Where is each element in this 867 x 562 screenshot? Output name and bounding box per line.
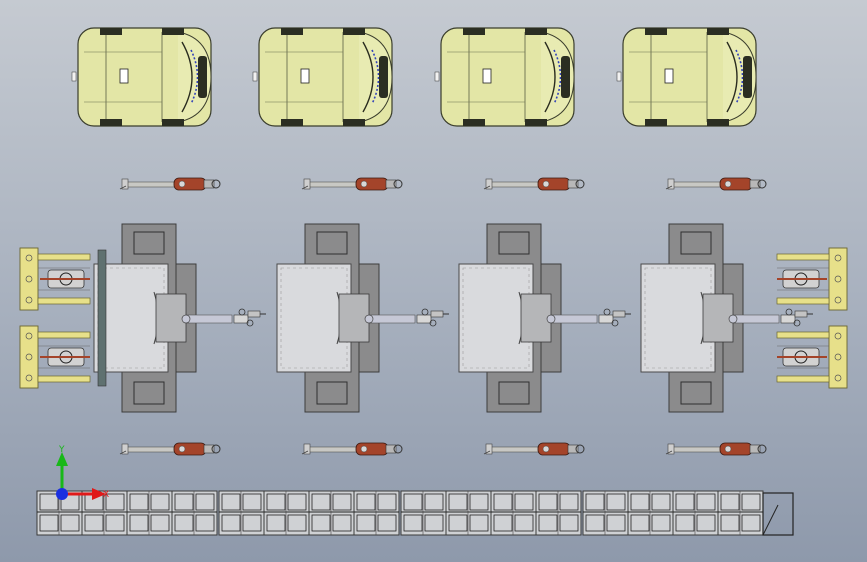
- vehicle-cab-3[interactable]: [434, 27, 575, 127]
- triad-y-label: Y: [58, 445, 65, 455]
- upper-robot-arm-3[interactable]: [483, 177, 585, 191]
- orientation-triad: Y X: [56, 445, 109, 500]
- conveyor-line[interactable]: [36, 490, 794, 536]
- lower-robot-arm-3[interactable]: [483, 442, 585, 456]
- welding-fixture-station-2[interactable]: [276, 223, 450, 413]
- vehicle-cab-4[interactable]: [616, 27, 757, 127]
- welding-fixture-station-4[interactable]: [640, 223, 814, 413]
- upper-robot-arm-1[interactable]: [119, 177, 221, 191]
- upper-robot-arm-2[interactable]: [301, 177, 403, 191]
- side-clamp-right-top[interactable]: [776, 247, 848, 311]
- left-clamp-column: [97, 249, 107, 387]
- triad-z-axis: [56, 488, 68, 500]
- upper-robot-arm-4[interactable]: [665, 177, 767, 191]
- lower-robot-arm-2[interactable]: [301, 442, 403, 456]
- vehicle-cab-2[interactable]: [252, 27, 393, 127]
- side-clamp-left-top[interactable]: [19, 247, 91, 311]
- conveyor-end-frame[interactable]: [762, 492, 794, 536]
- side-clamp-right-bottom[interactable]: [776, 325, 848, 389]
- lower-robot-arm-1[interactable]: [119, 442, 221, 456]
- side-clamp-left-bottom[interactable]: [19, 325, 91, 389]
- triad-x-label: X: [103, 490, 109, 500]
- vehicle-cab-1[interactable]: [71, 27, 212, 127]
- welding-fixture-station-3[interactable]: [458, 223, 632, 413]
- welding-fixture-station-1[interactable]: [93, 223, 267, 413]
- lower-robot-arm-4[interactable]: [665, 442, 767, 456]
